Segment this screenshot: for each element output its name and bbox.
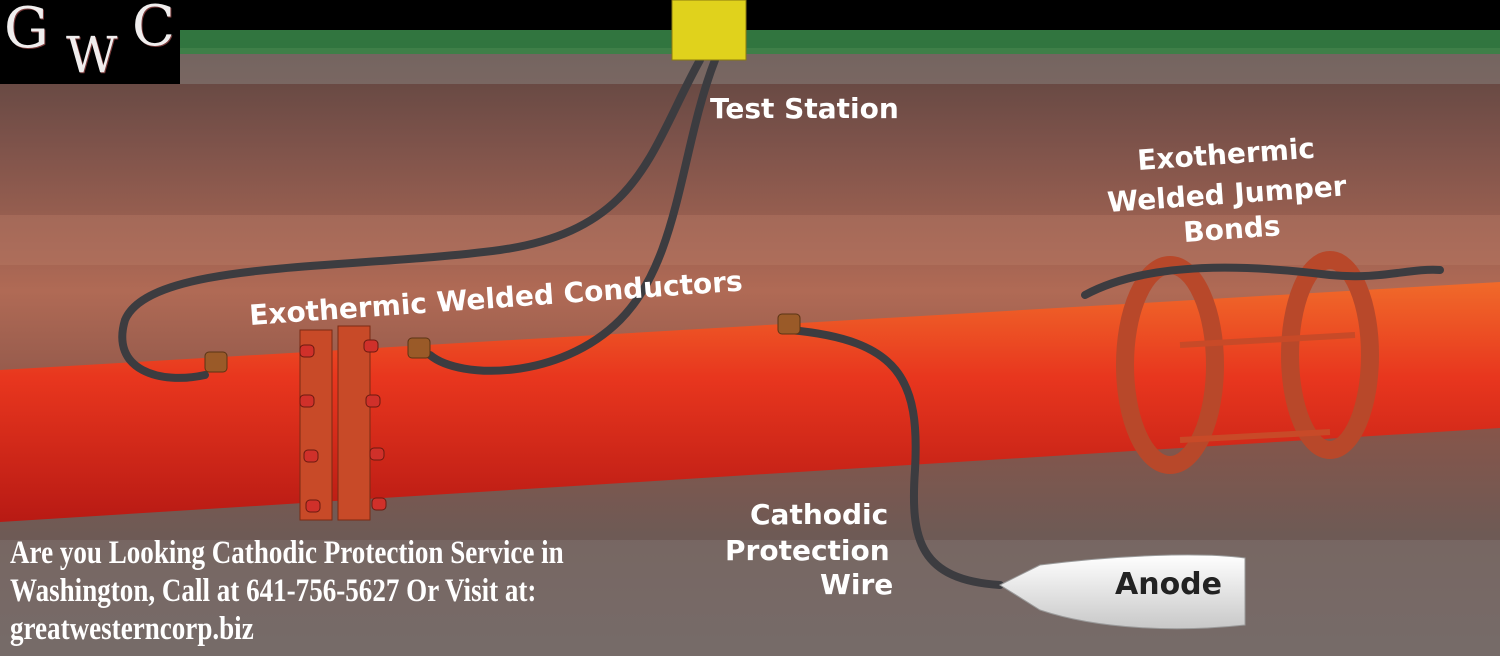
rock-layer: [0, 215, 1500, 265]
logo-letter-c: C: [132, 0, 175, 59]
coupling: [1116, 251, 1379, 474]
test-station-post: [671, 0, 747, 61]
logo-letter-g: G: [4, 0, 49, 61]
label-cp-wire-1: Cathodic: [750, 498, 888, 531]
label-cp-wire-3: Wire: [820, 568, 893, 601]
cta-line-2: Washington, Call at 641-756-5627 Or Visi…: [10, 573, 537, 609]
anode-bag: [998, 554, 1246, 630]
weld-points: [204, 313, 801, 373]
grass: [180, 30, 1500, 54]
call-to-action: Are you Looking Cathodic Protection Serv…: [10, 534, 584, 648]
cables: [118, 56, 1444, 589]
logo-letter-w: W: [66, 26, 118, 84]
roots: [180, 54, 1500, 84]
flange: [299, 325, 387, 521]
cta-line-1: Are you Looking Cathodic Protection Serv…: [10, 535, 564, 571]
cta-line-3: greatwesterncorp.biz: [10, 611, 254, 647]
label-test-station: Test Station: [710, 92, 899, 125]
gwc-logo: G W C: [0, 0, 180, 84]
label-anode: Anode: [1115, 567, 1222, 602]
label-jumper-bonds-3: Bonds: [1182, 209, 1281, 249]
label-cp-wire-2: Protection: [725, 534, 890, 567]
rock-layer-lower: [0, 540, 1500, 656]
